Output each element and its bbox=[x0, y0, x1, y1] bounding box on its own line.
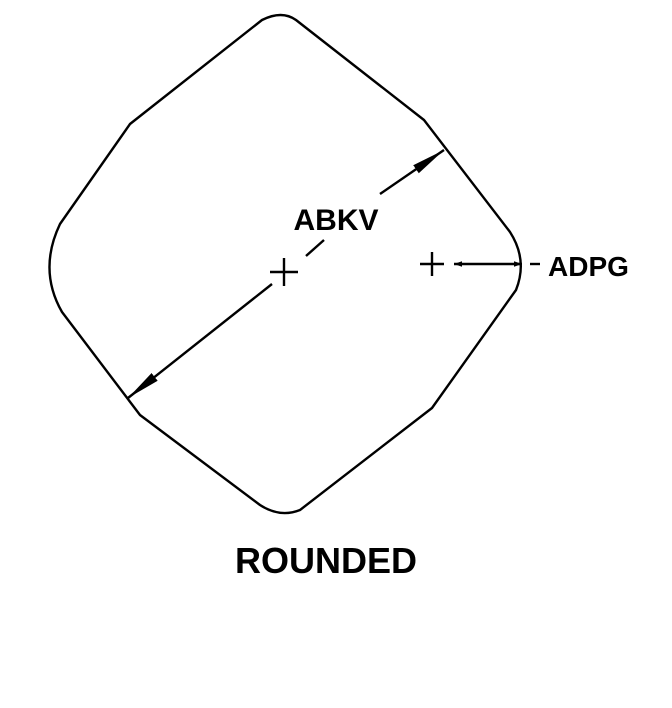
abkv-label: ABKV bbox=[293, 204, 378, 237]
center-cross-marker bbox=[270, 258, 298, 286]
abkv-dash bbox=[305, 239, 325, 257]
abkv-arrow-upper bbox=[379, 149, 445, 195]
rounded-outline bbox=[48, 13, 522, 515]
adpg-label: ADPG bbox=[548, 251, 629, 282]
shape-title: ROUNDED bbox=[235, 540, 417, 581]
abkv-arrow-lower bbox=[127, 283, 273, 399]
corner-center-cross bbox=[420, 252, 444, 276]
